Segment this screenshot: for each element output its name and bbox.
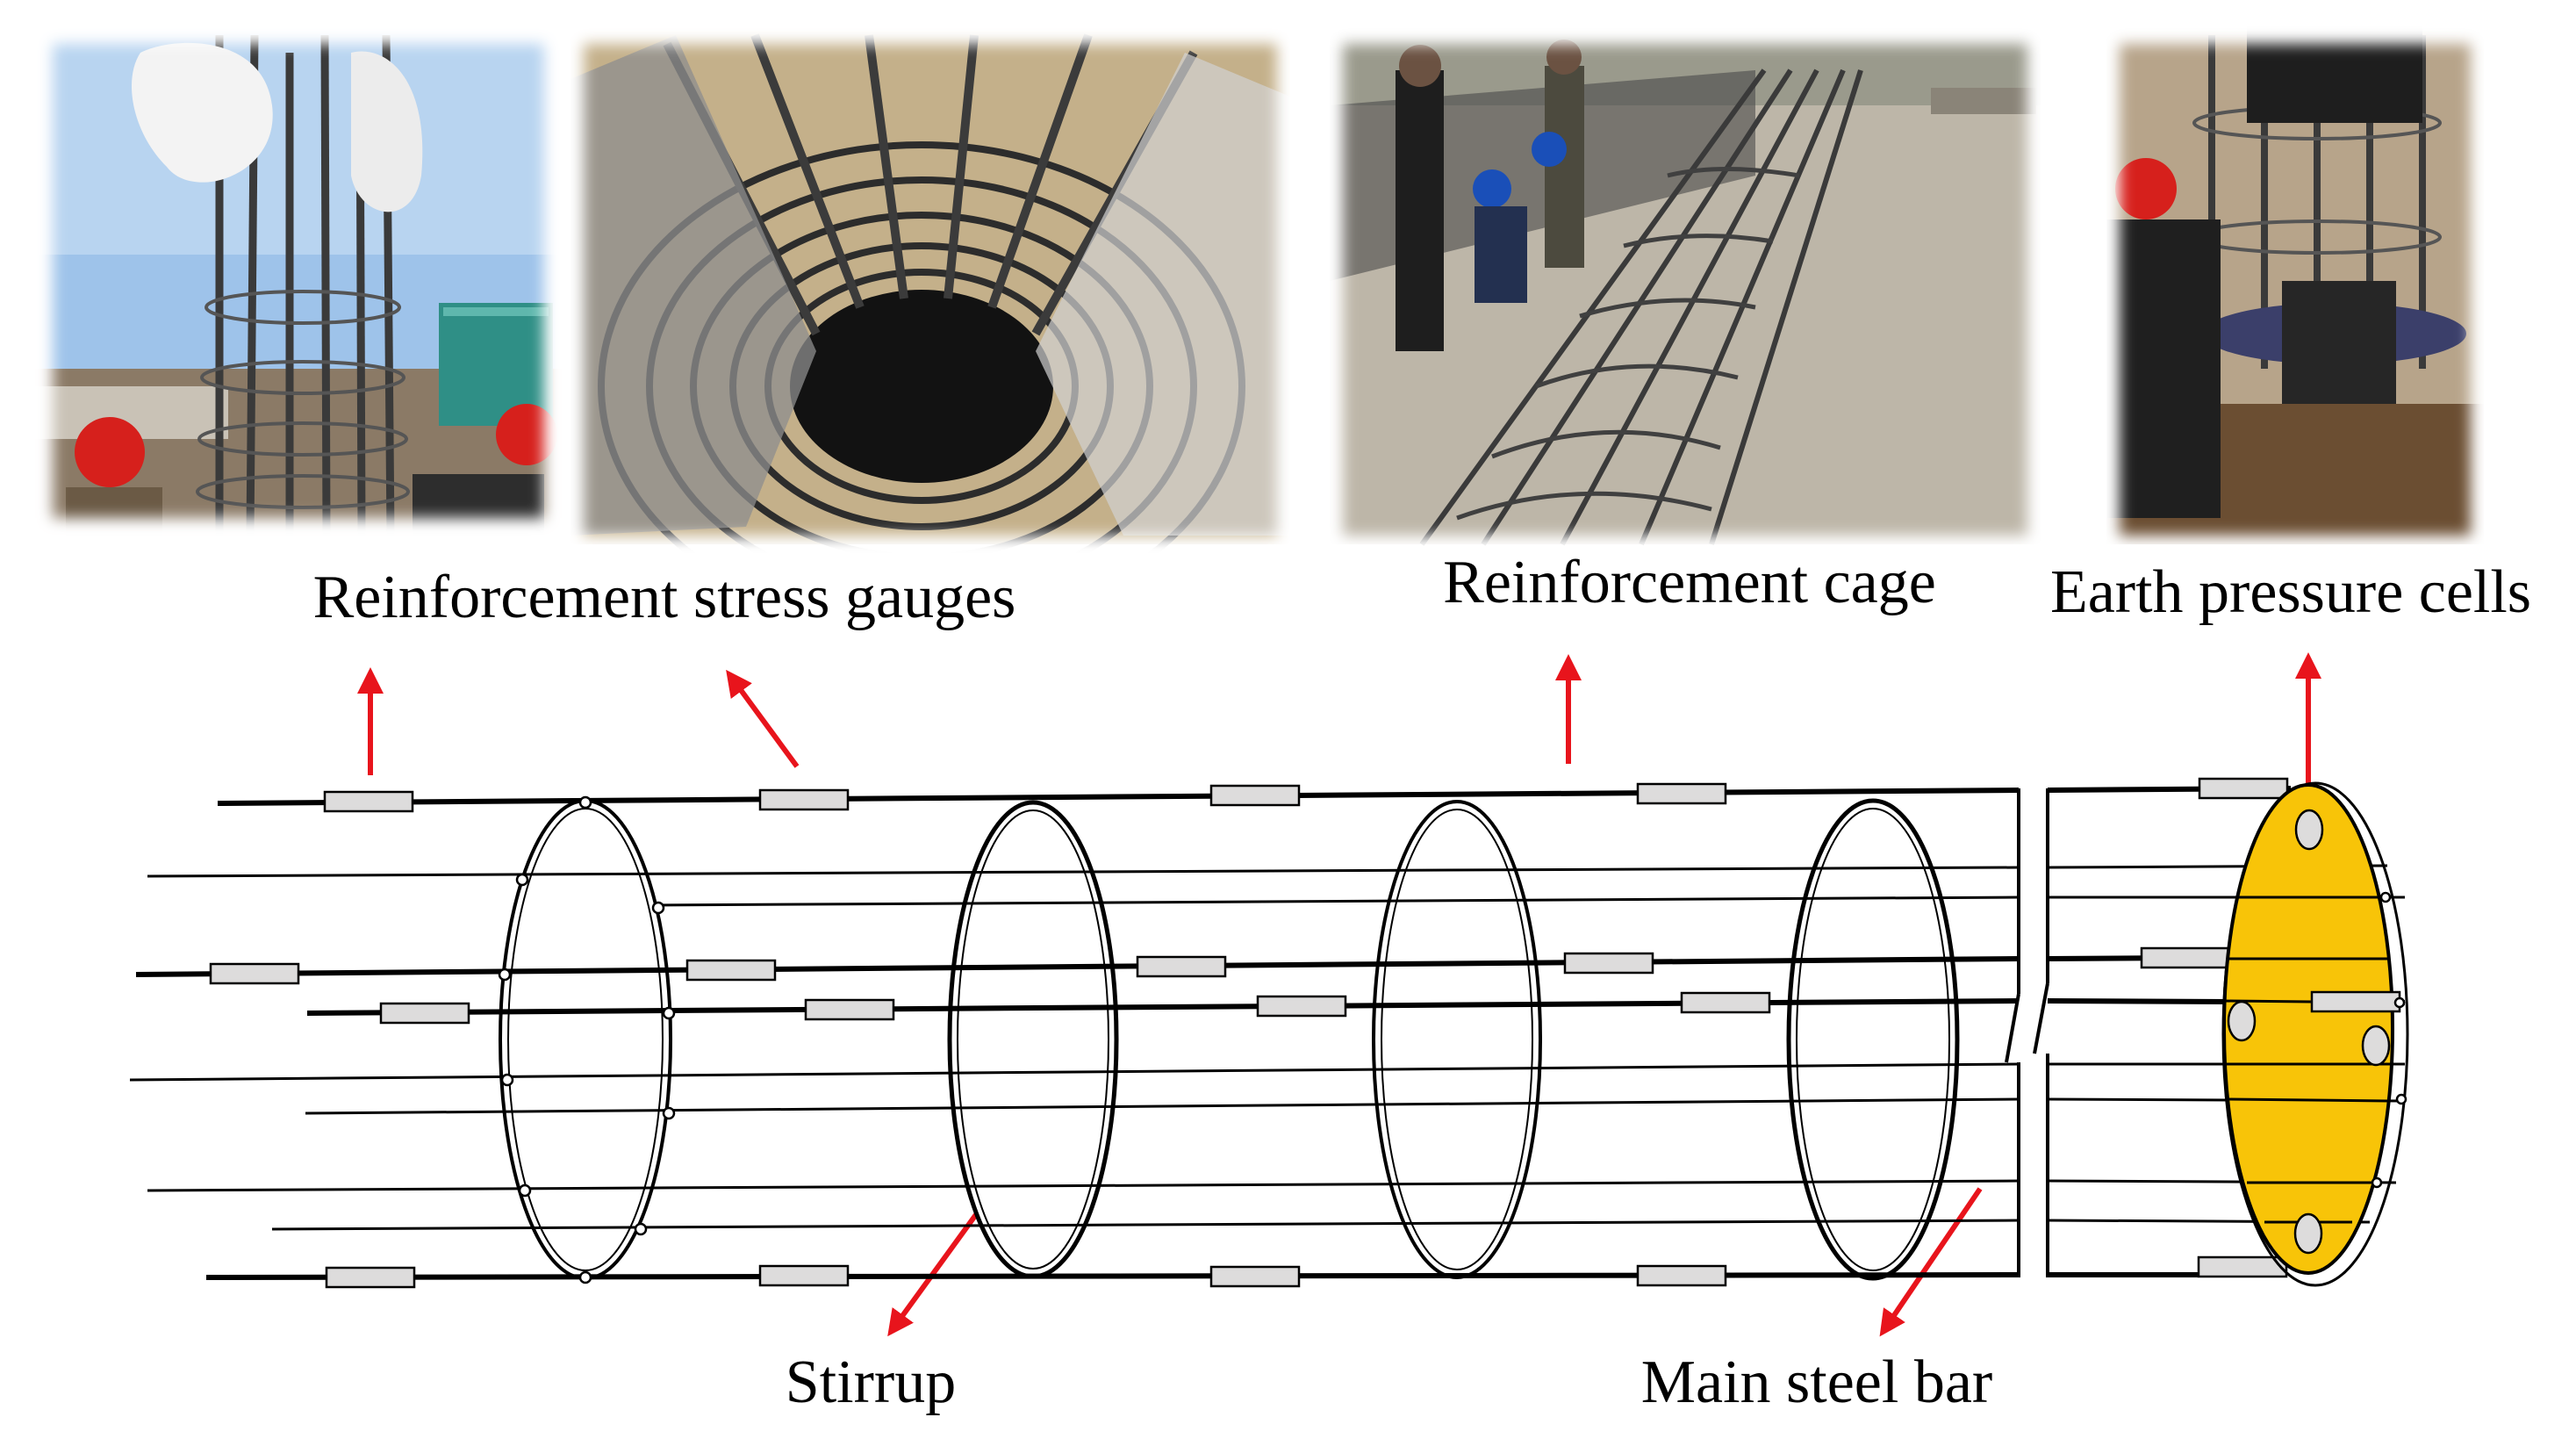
stress-gauge	[758, 1264, 850, 1287]
stirrup-nodes	[498, 795, 676, 1284]
arrow-stirrup	[887, 1212, 979, 1337]
callout-arrows	[357, 652, 2321, 1337]
main-bar	[129, 1062, 2020, 1082]
pressure-cell	[2294, 809, 2324, 851]
label-stirrup: Stirrup	[786, 1349, 956, 1416]
main-bar	[217, 788, 2020, 806]
main-bar	[271, 1219, 2020, 1231]
stress-gauge	[1256, 995, 1347, 1018]
stress-gauge	[323, 790, 414, 813]
photo-pressure-cells-install	[2106, 26, 2484, 544]
main-bar	[205, 1272, 2020, 1280]
photo-gauges-inside-cage	[570, 26, 1290, 631]
pressure-cell	[2293, 1212, 2323, 1255]
stress-gauge	[1209, 1265, 1301, 1288]
stirrup	[499, 799, 672, 1280]
stress-gauge	[2140, 946, 2231, 969]
main-bar	[147, 866, 2020, 878]
pile-end-section	[2221, 781, 2409, 1287]
stress-gauge	[1563, 952, 1654, 975]
main-bar	[147, 1179, 2020, 1192]
stress-gauges	[209, 777, 2289, 1289]
pressure-cell	[2227, 1000, 2257, 1042]
main-bar	[656, 896, 2020, 907]
break-symbol	[2005, 788, 2049, 1277]
main-steel-bars	[129, 788, 2020, 1280]
stress-gauge	[1636, 1264, 1727, 1287]
stress-gauge	[1636, 782, 1727, 805]
label-stress-gauges: Reinforcement stress gauges	[313, 564, 1016, 631]
stress-gauge	[1209, 784, 1301, 807]
stress-gauge	[379, 1002, 470, 1025]
stirrup	[1372, 800, 1542, 1279]
earth-pressure-cells	[2227, 809, 2391, 1255]
stress-gauge	[685, 959, 777, 982]
stirrup	[947, 800, 1119, 1279]
stress-gauge	[2310, 990, 2401, 1013]
stress-gauge	[2197, 1255, 2288, 1278]
stress-gauge	[2198, 777, 2289, 800]
stress-gauge	[1136, 955, 1227, 978]
photo-cage-assembly	[1330, 26, 2041, 546]
arrow-main-bar	[1879, 1187, 1983, 1337]
stress-gauge	[1680, 991, 1771, 1014]
arrow-gauge-right	[726, 669, 800, 768]
stress-gauge	[325, 1266, 416, 1289]
pressure-cell	[2361, 1025, 2391, 1067]
main-bar	[135, 956, 2020, 977]
stress-gauge	[758, 788, 850, 811]
stress-gauge	[804, 998, 895, 1021]
stirrup	[1786, 798, 1960, 1281]
label-cage: Reinforcement cage	[1443, 549, 1936, 616]
label-main-bar: Main steel bar	[1641, 1349, 1992, 1416]
photo-gauges-worksite	[35, 26, 562, 536]
stress-gauge	[209, 962, 300, 985]
label-pressure-cells: Earth pressure cells	[2050, 558, 2531, 626]
main-bar	[305, 1097, 2020, 1115]
